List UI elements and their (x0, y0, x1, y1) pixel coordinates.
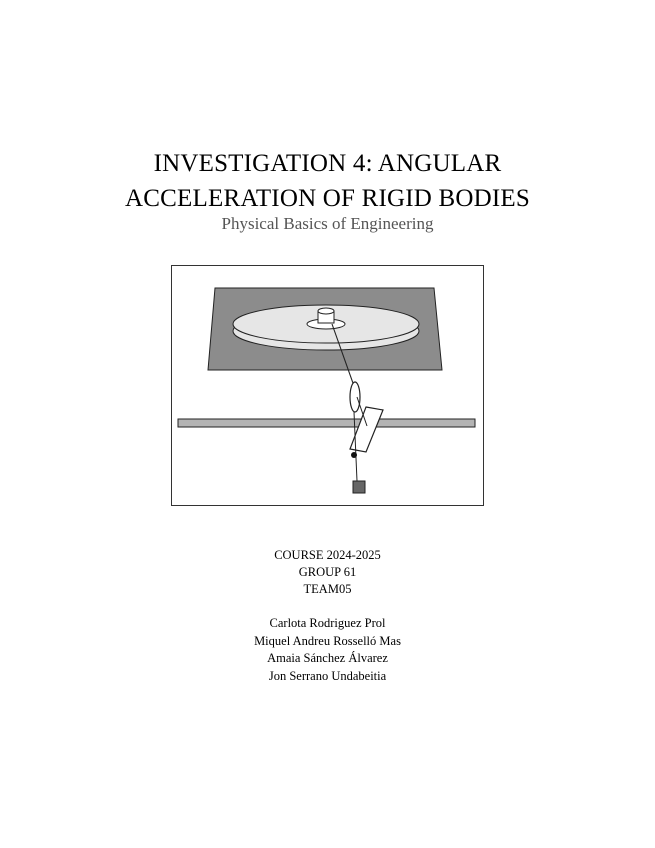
document-subtitle: Physical Basics of Engineering (221, 214, 434, 233)
apparatus-figure (171, 265, 484, 506)
string-upper (331, 323, 355, 387)
pulley-axle (356, 396, 368, 427)
title-line-1: INVESTIGATION 4: ANGULAR (153, 150, 502, 177)
string-lower (353, 411, 358, 482)
course-info: COURSE 2024-2025 GROUP 61 TEAM05 (0, 547, 655, 598)
author-name: Carlota Rodriguez Prol (269, 616, 386, 630)
author-name: Jon Serrano Undabeitia (268, 668, 387, 683)
author-list: Carlota Rodriguez Prol Miquel Andreu Ros… (0, 615, 655, 685)
hub-top (317, 307, 335, 315)
author-name: Amaia Sánchez Álvarez (267, 651, 388, 665)
team-label: TEAM05 (303, 582, 352, 596)
group-label: GROUP 61 (298, 565, 357, 579)
author-name: Miquel Andreu Rosselló Mas (254, 633, 401, 648)
document-title: INVESTIGATION 4: ANGULAR ACCELERATION OF… (0, 146, 655, 216)
support-rod (177, 418, 476, 428)
course-label: COURSE 2024-2025 (274, 548, 381, 562)
apparatus-illustration (177, 287, 476, 494)
pulley (349, 381, 361, 413)
title-line-2: ACCELERATION OF RIGID BODIES (125, 185, 530, 212)
hanging-mass (352, 480, 366, 494)
knot (351, 452, 357, 458)
